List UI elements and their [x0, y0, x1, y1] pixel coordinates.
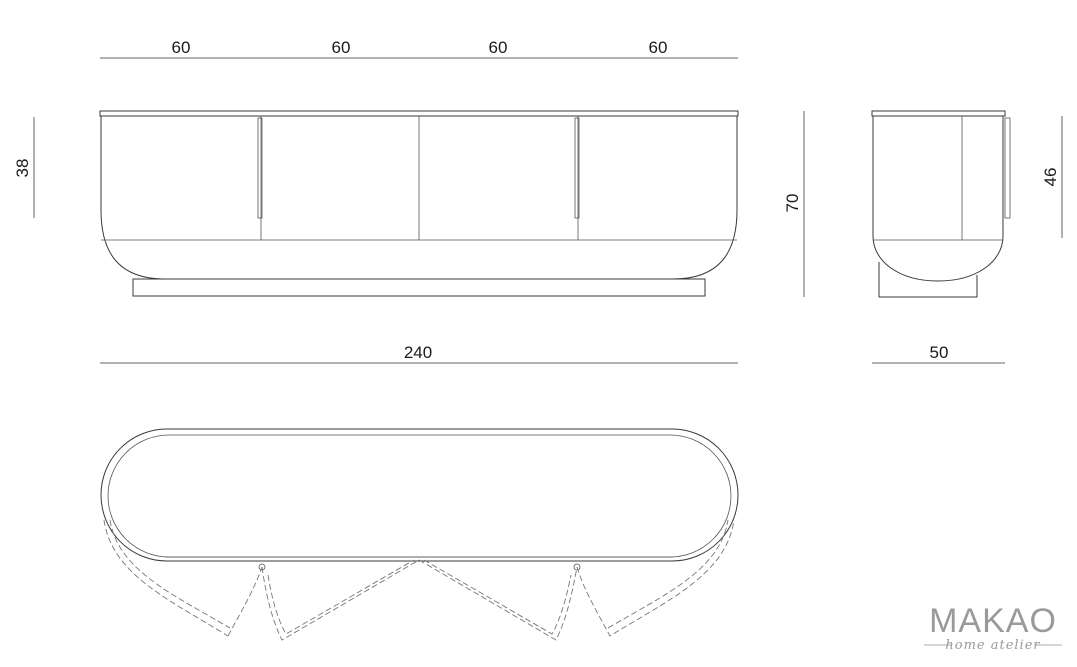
side-top-slab: [871, 110, 1006, 117]
plan-inner: [107, 434, 732, 558]
dim-section-4: 60: [649, 38, 668, 57]
dim-height-70: 70: [783, 194, 802, 213]
front-elevation: [99, 110, 739, 297]
dim-height-38: 38: [13, 159, 32, 178]
door-swing-1: [103, 519, 229, 637]
dim-height-46: 46: [1041, 168, 1060, 187]
plan-outer: [100, 428, 739, 562]
dim-section-2: 60: [332, 38, 351, 57]
dim-depth-50: 50: [930, 343, 949, 362]
door-swing-4: [576, 519, 735, 637]
door-swing-1c: [227, 566, 263, 637]
side-plinth: [878, 262, 978, 298]
hinge-right: [573, 563, 581, 571]
side-elevation: [871, 110, 1011, 298]
logo-tagline: home atelier: [945, 638, 1040, 653]
side-height-dimension: 46: [1041, 116, 1063, 238]
handle-left: [257, 117, 263, 219]
total-width-dimension: 240: [100, 343, 738, 364]
door-swing-3b: [423, 559, 572, 635]
front-plinth: [132, 278, 706, 297]
dim-section-3: 60: [489, 38, 508, 57]
logo-brand: MAKAO: [929, 602, 1057, 640]
dim-width-240: 240: [404, 343, 432, 362]
plan-view: [100, 428, 739, 641]
makao-logo: MAKAO home atelier: [924, 602, 1062, 653]
dim-section-1: 60: [172, 38, 191, 57]
total-height-dimension: 70: [783, 111, 805, 297]
door-swing-2b: [267, 559, 415, 635]
side-body: [872, 116, 1004, 282]
depth-dimension: 50: [872, 343, 1005, 364]
handle-right: [574, 117, 580, 219]
side-handle: [1004, 117, 1011, 219]
front-width-dimensions: 60 60 60 60: [100, 38, 738, 59]
front-height-dimension: 38: [13, 117, 35, 218]
door-swing-3: [418, 559, 578, 641]
front-top-slab: [99, 110, 739, 117]
door-swing-2: [261, 559, 420, 641]
door-swing-4b: [607, 519, 729, 629]
door-swing-1b: [109, 519, 231, 629]
